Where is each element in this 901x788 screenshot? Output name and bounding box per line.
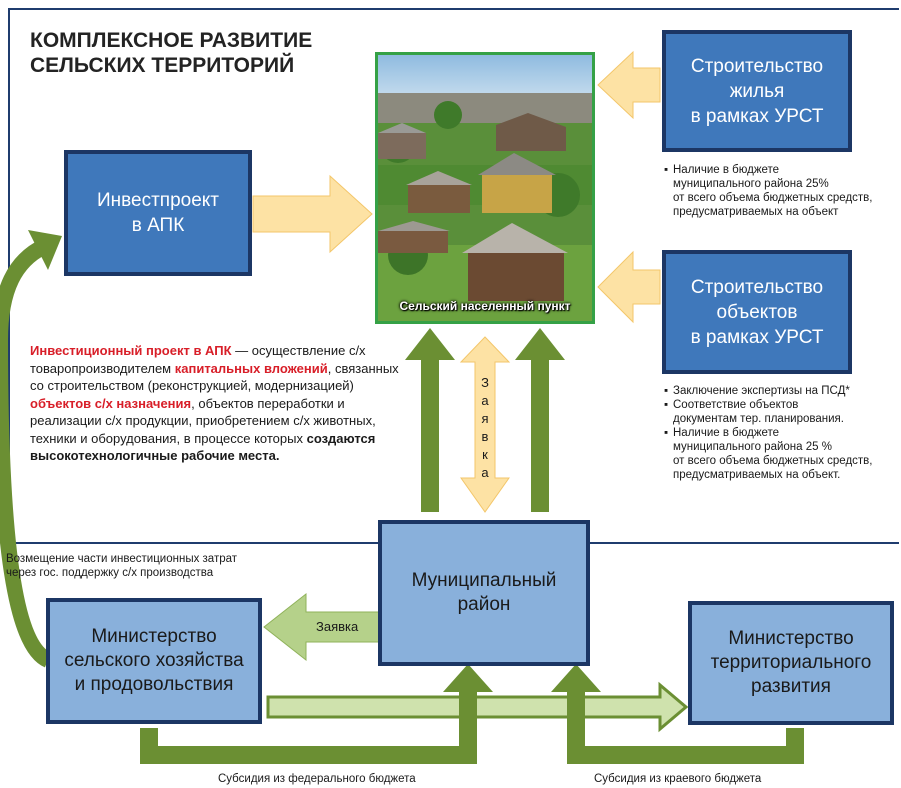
request-vertical-letter: З (481, 375, 489, 390)
compensation-caption: Возмещение части инвестиционных затрат ч… (6, 552, 237, 580)
arrow-compensation-head (28, 230, 62, 270)
settlement-illustration (378, 55, 592, 321)
definition-bold-end: создаются высокотехнологичные рабочие ме… (30, 430, 376, 464)
request-vertical-letter: к (482, 447, 488, 462)
settlement-caption: Сельский населенный пункт (399, 299, 571, 313)
subsidy-regional-caption: Субсидия из краевого бюджета (594, 773, 762, 785)
objects-note-line: муниципального района 25 % (673, 441, 832, 453)
request-vertical-letter: я (481, 411, 489, 426)
arrow-municipal-to-settlement-left (405, 328, 455, 512)
objects-note-line: Соответствие объектов (673, 399, 799, 411)
arrow-subsidy-regional (551, 664, 804, 764)
objects-construction-box: Строительство объектов в рамках УРСТ (662, 250, 852, 374)
ministry-agri-line-1: Министерство (91, 626, 217, 647)
definition-text-1: — осуществление с/х товаропроизводителем (30, 343, 366, 376)
housing-note-1: ▪ Наличие в бюджете муниципального район… (664, 163, 872, 219)
investproject-line-2: в АПК (131, 215, 185, 236)
investproject-definition: Инвестиционный проект в АПК — осуществле… (30, 342, 410, 465)
objects-notes: ▪ Заключение экспертизы на ПСД* ▪ Соотве… (664, 384, 872, 482)
ministry-terr-line-1: Министерство (728, 628, 854, 649)
definition-text-3: , объектов переработки и реализации с/х … (30, 395, 376, 446)
municipal-district-box: Муниципальный район (378, 520, 590, 666)
request-vertical-letter: а (481, 465, 489, 480)
definition-objects: объектов с/х назначения (30, 395, 192, 411)
settlement-photo: Сельский населенный пункт (375, 52, 595, 324)
housing-line-3: в рамках УРСТ (690, 105, 824, 127)
request-vertical-letter: в (481, 429, 489, 444)
bullet-icon: ▪ (664, 399, 669, 411)
page-title: КОМПЛЕКСНОЕ РАЗВИТИЕ СЕЛЬСКИХ ТЕРРИТОРИЙ (30, 28, 312, 78)
definition-term: Инвестиционный проект в АПК (30, 343, 232, 358)
compensation-line-2: через гос. поддержку с/х производства (6, 567, 214, 579)
objects-line-2: объектов (716, 301, 798, 323)
arrow-subsidy-federal (140, 664, 493, 764)
housing-note-line: муниципального района 25% (673, 178, 829, 190)
housing-note-line: Наличие в бюджете (673, 164, 780, 176)
objects-note-1: ▪ Заключение экспертизы на ПСД* (664, 384, 872, 398)
municipal-line-1: Муниципальный (411, 570, 557, 591)
municipal-line-2: район (457, 594, 511, 615)
housing-line-1: Строительство (690, 55, 824, 77)
definition-text-2: , связанных со строительством (реконстру… (30, 360, 399, 394)
objects-note-3: ▪ Наличие в бюджете муниципального район… (664, 426, 872, 482)
housing-construction-box: Строительство жилья в рамках УРСТ (662, 30, 852, 152)
bullet-icon: ▪ (664, 427, 669, 439)
request-horizontal-label: Заявка (316, 619, 359, 634)
ministry-terr-line-2: территориального (710, 652, 872, 673)
objects-note-line: предусматриваемых на объект. (673, 469, 841, 481)
definition-capital: капитальных вложений (174, 360, 328, 376)
arrow-invest-to-settlement (252, 174, 373, 254)
ministry-agriculture-box: Министерство сельского хозяйства и продо… (46, 598, 262, 724)
arrow-compensation-curve (0, 238, 53, 668)
housing-note-line: предусматриваемых на объект (673, 206, 839, 218)
objects-note-line: документам тер. планирования. (673, 413, 844, 425)
arrow-request-vertical (459, 336, 511, 513)
investproject-box: Инвестпроект в АПК (64, 150, 252, 276)
bullet-icon: ▪ (664, 385, 669, 397)
housing-line-2: жилья (729, 80, 785, 102)
objects-line-1: Строительство (690, 276, 824, 298)
compensation-line-1: Возмещение части инвестиционных затрат (6, 553, 238, 565)
objects-note-line: Заключение экспертизы на ПСД* (673, 385, 850, 397)
ministry-terr-line-3: развития (751, 676, 831, 697)
objects-note-2: ▪ Соответствие объектов документам тер. … (664, 398, 872, 426)
title-line-2: СЕЛЬСКИХ ТЕРРИТОРИЙ (30, 54, 295, 77)
arrow-objects-to-settlement (597, 250, 661, 324)
ministry-agri-line-2: сельского хозяйства (64, 650, 244, 671)
objects-line-3: в рамках УРСТ (690, 326, 824, 348)
request-vertical-letter: а (481, 393, 489, 408)
arrow-housing-to-settlement (597, 50, 661, 120)
objects-note-line: от всего объема бюджетных средств, (673, 455, 873, 467)
ministry-agri-line-3: и продовольствия (74, 674, 234, 695)
housing-notes: ▪ Наличие в бюджете муниципального район… (664, 163, 872, 219)
objects-note-line: Наличие в бюджете (673, 427, 780, 439)
arrow-municipal-to-settlement-right (515, 328, 565, 512)
bullet-icon: ▪ (664, 164, 669, 176)
title-line-1: КОМПЛЕКСНОЕ РАЗВИТИЕ (30, 29, 313, 52)
investproject-line-1: Инвестпроект (96, 190, 219, 211)
housing-note-line: от всего объема бюджетных средств, (673, 192, 873, 204)
subsidy-federal-caption: Субсидия из федерального бюджета (218, 773, 416, 785)
ministry-territorial-box: Министерство территориального развития (688, 601, 894, 725)
